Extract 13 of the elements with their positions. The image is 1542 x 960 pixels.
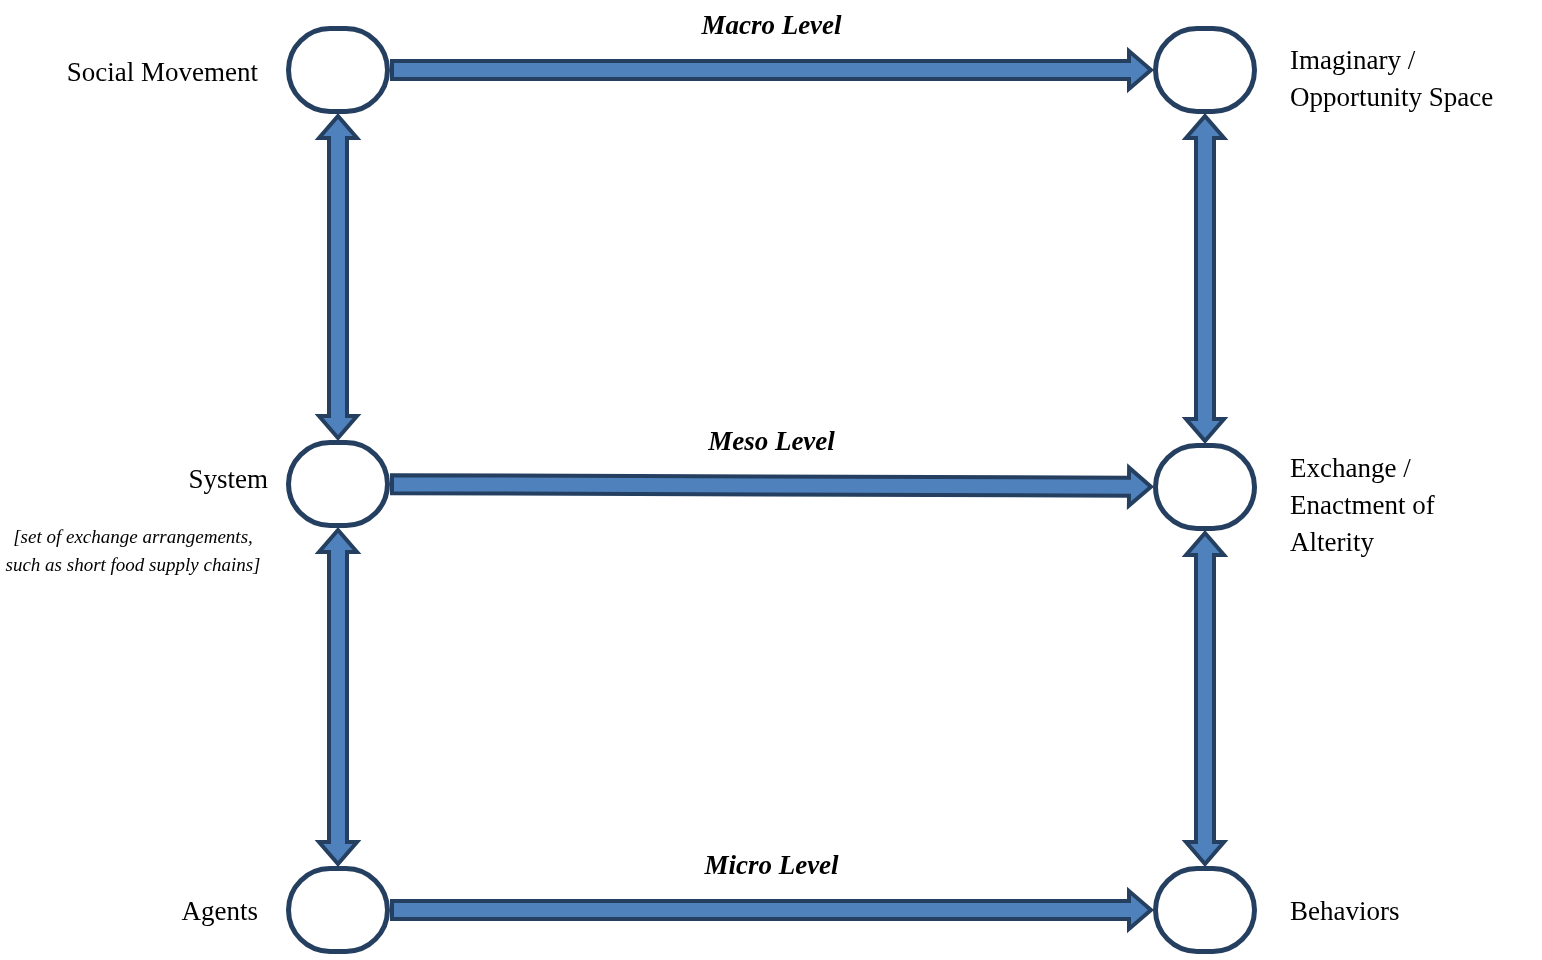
block-arrow bbox=[390, 46, 1155, 94]
node-label: Imaginary / Opportunity Space bbox=[1290, 44, 1495, 114]
node-label: Behaviors bbox=[1290, 895, 1401, 928]
block-arrow bbox=[314, 112, 362, 442]
node-label: Exchange / Enactment of Alterity bbox=[1290, 452, 1436, 559]
node-label: Social Movement bbox=[65, 56, 258, 89]
node-label: Agents bbox=[180, 895, 258, 928]
block-arrow bbox=[1181, 529, 1229, 868]
block-arrow bbox=[314, 526, 362, 868]
block-arrow bbox=[1181, 112, 1229, 445]
note-text: [set of exchange arrangements, such as short food supply chains] bbox=[4, 525, 262, 577]
block-arrow bbox=[390, 886, 1155, 934]
node-label: System bbox=[187, 463, 268, 496]
